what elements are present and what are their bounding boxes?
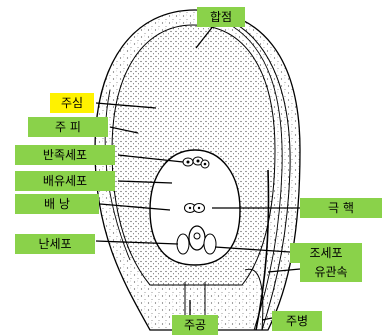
label-jubyeong: 주병 xyxy=(272,311,322,331)
label-geukhaek: 극 핵 xyxy=(300,198,382,218)
label-nanse: 난세포 xyxy=(15,234,95,254)
label-yugwansok: 유관속 xyxy=(300,262,362,282)
label-jugong: 주공 xyxy=(172,315,218,335)
label-jose: 조세포 xyxy=(290,243,362,263)
label-hapjeom: 합점 xyxy=(197,7,245,27)
label-jupi: 주 피 xyxy=(28,117,108,137)
polar-nuclei xyxy=(185,204,205,213)
label-baenang: 배 낭 xyxy=(15,194,99,214)
label-banjok: 반족세포 xyxy=(15,145,115,165)
label-baeyu: 배유세포 xyxy=(15,171,115,191)
label-jusim: 주심 xyxy=(50,93,94,113)
